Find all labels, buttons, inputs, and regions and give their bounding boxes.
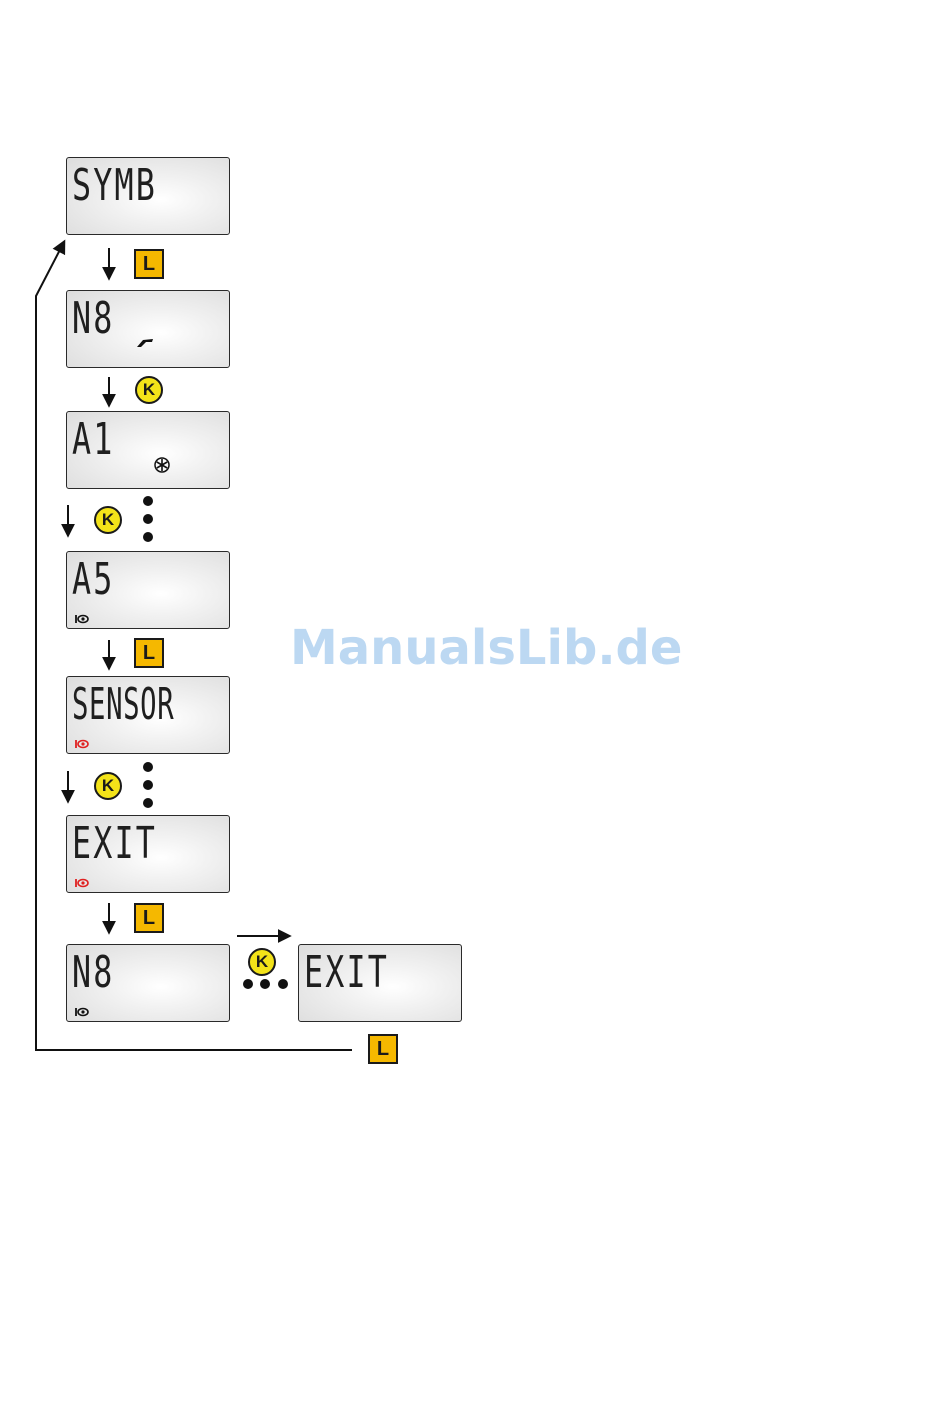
lcd-text-a5: A5 (72, 554, 114, 606)
lcd-text-n8-bottom: N8 (72, 947, 114, 999)
repeat-dot (143, 514, 153, 524)
lcd-screen-a1: A1 (66, 411, 230, 489)
repeat-dot (143, 798, 153, 808)
k-key: K (94, 506, 122, 534)
repeat-dot (243, 979, 253, 989)
lcd-screen-exit-right: EXIT (298, 944, 462, 1022)
lcd-screen-a5: A5 (66, 551, 230, 629)
repeat-dot (143, 780, 153, 790)
repeat-dot (143, 762, 153, 772)
lcd-screen-symb: SYMB (66, 157, 230, 235)
lcd-screen-exit: EXIT (66, 815, 230, 893)
lcd-text-exit-right: EXIT (304, 947, 389, 999)
repeat-dot (143, 496, 153, 506)
l-key: L (368, 1034, 398, 1064)
k-key: K (135, 376, 163, 404)
snowflake-icon (153, 456, 171, 474)
lcd-text-sensor: SENSOR (72, 679, 174, 731)
l-key: L (134, 249, 164, 279)
lcd-screen-n8-bottom: N8 (66, 944, 230, 1022)
sensor-icon (75, 739, 91, 749)
sensor-icon (75, 614, 91, 624)
lcd-text-a1: A1 (72, 414, 114, 466)
lcd-screen-sensor: SENSOR (66, 676, 230, 754)
hand-pointer-icon (135, 335, 155, 349)
k-key: K (248, 948, 276, 976)
sensor-icon (75, 878, 91, 888)
lcd-text-n8: N8 (72, 293, 114, 345)
sensor-icon (75, 1007, 91, 1017)
repeat-dot (143, 532, 153, 542)
lcd-text-symb: SYMB (72, 160, 157, 212)
k-key: K (94, 772, 122, 800)
l-key: L (134, 903, 164, 933)
l-key: L (134, 638, 164, 668)
watermark: ManualsLib.de (290, 620, 682, 676)
repeat-dot (260, 979, 270, 989)
lcd-screen-n8: N8 (66, 290, 230, 368)
lcd-text-exit: EXIT (72, 818, 157, 870)
repeat-dot (278, 979, 288, 989)
